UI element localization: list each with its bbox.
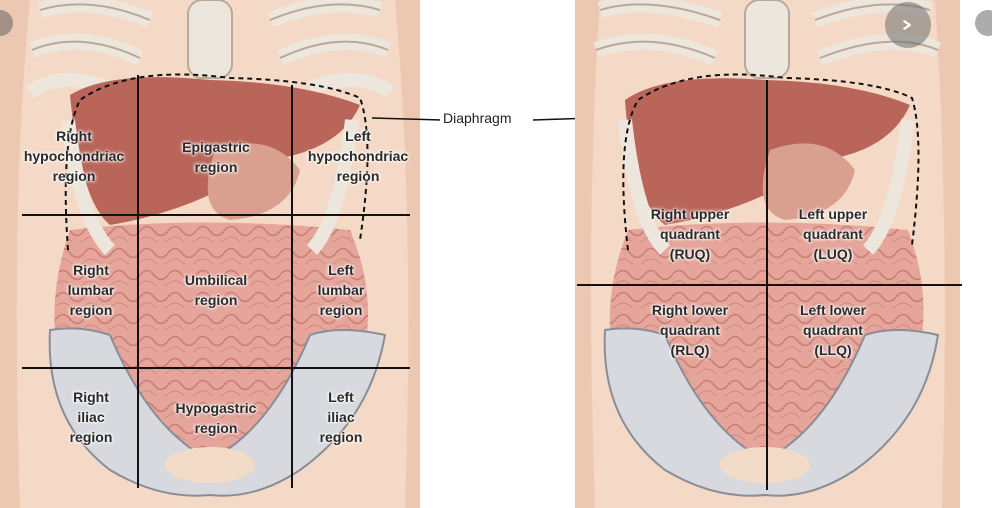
diaphragm-label: Diaphragm: [440, 110, 514, 126]
next-image-button[interactable]: [885, 2, 931, 48]
sternum: [188, 0, 232, 78]
label-umbilical: Umbilical region: [160, 270, 272, 310]
chevron-right-icon: [897, 14, 919, 36]
bladder: [720, 447, 810, 483]
label-right-lumbar: Right lumbar region: [46, 260, 136, 320]
label-right-hypochondriac: Right hypochondriac region: [12, 126, 136, 186]
label-llq: Left lower quadrant (LLQ): [770, 300, 896, 360]
label-luq: Left upper quadrant (LUQ): [770, 204, 896, 264]
label-ruq: Right upper quadrant (RUQ): [627, 204, 753, 264]
label-left-lumbar: Left lumbar region: [296, 260, 386, 320]
label-rlq: Right lower quadrant (RLQ): [627, 300, 753, 360]
label-hypogastric: Hypogastric region: [155, 398, 277, 438]
sternum: [745, 0, 789, 78]
figure-gap: [420, 0, 575, 508]
label-epigastric: Epigastric region: [160, 137, 272, 177]
bladder: [165, 447, 255, 483]
label-right-iliac: Right iliac region: [46, 387, 136, 447]
label-left-hypochondriac: Left hypochondriac region: [296, 126, 420, 186]
label-left-iliac: Left iliac region: [296, 387, 386, 447]
